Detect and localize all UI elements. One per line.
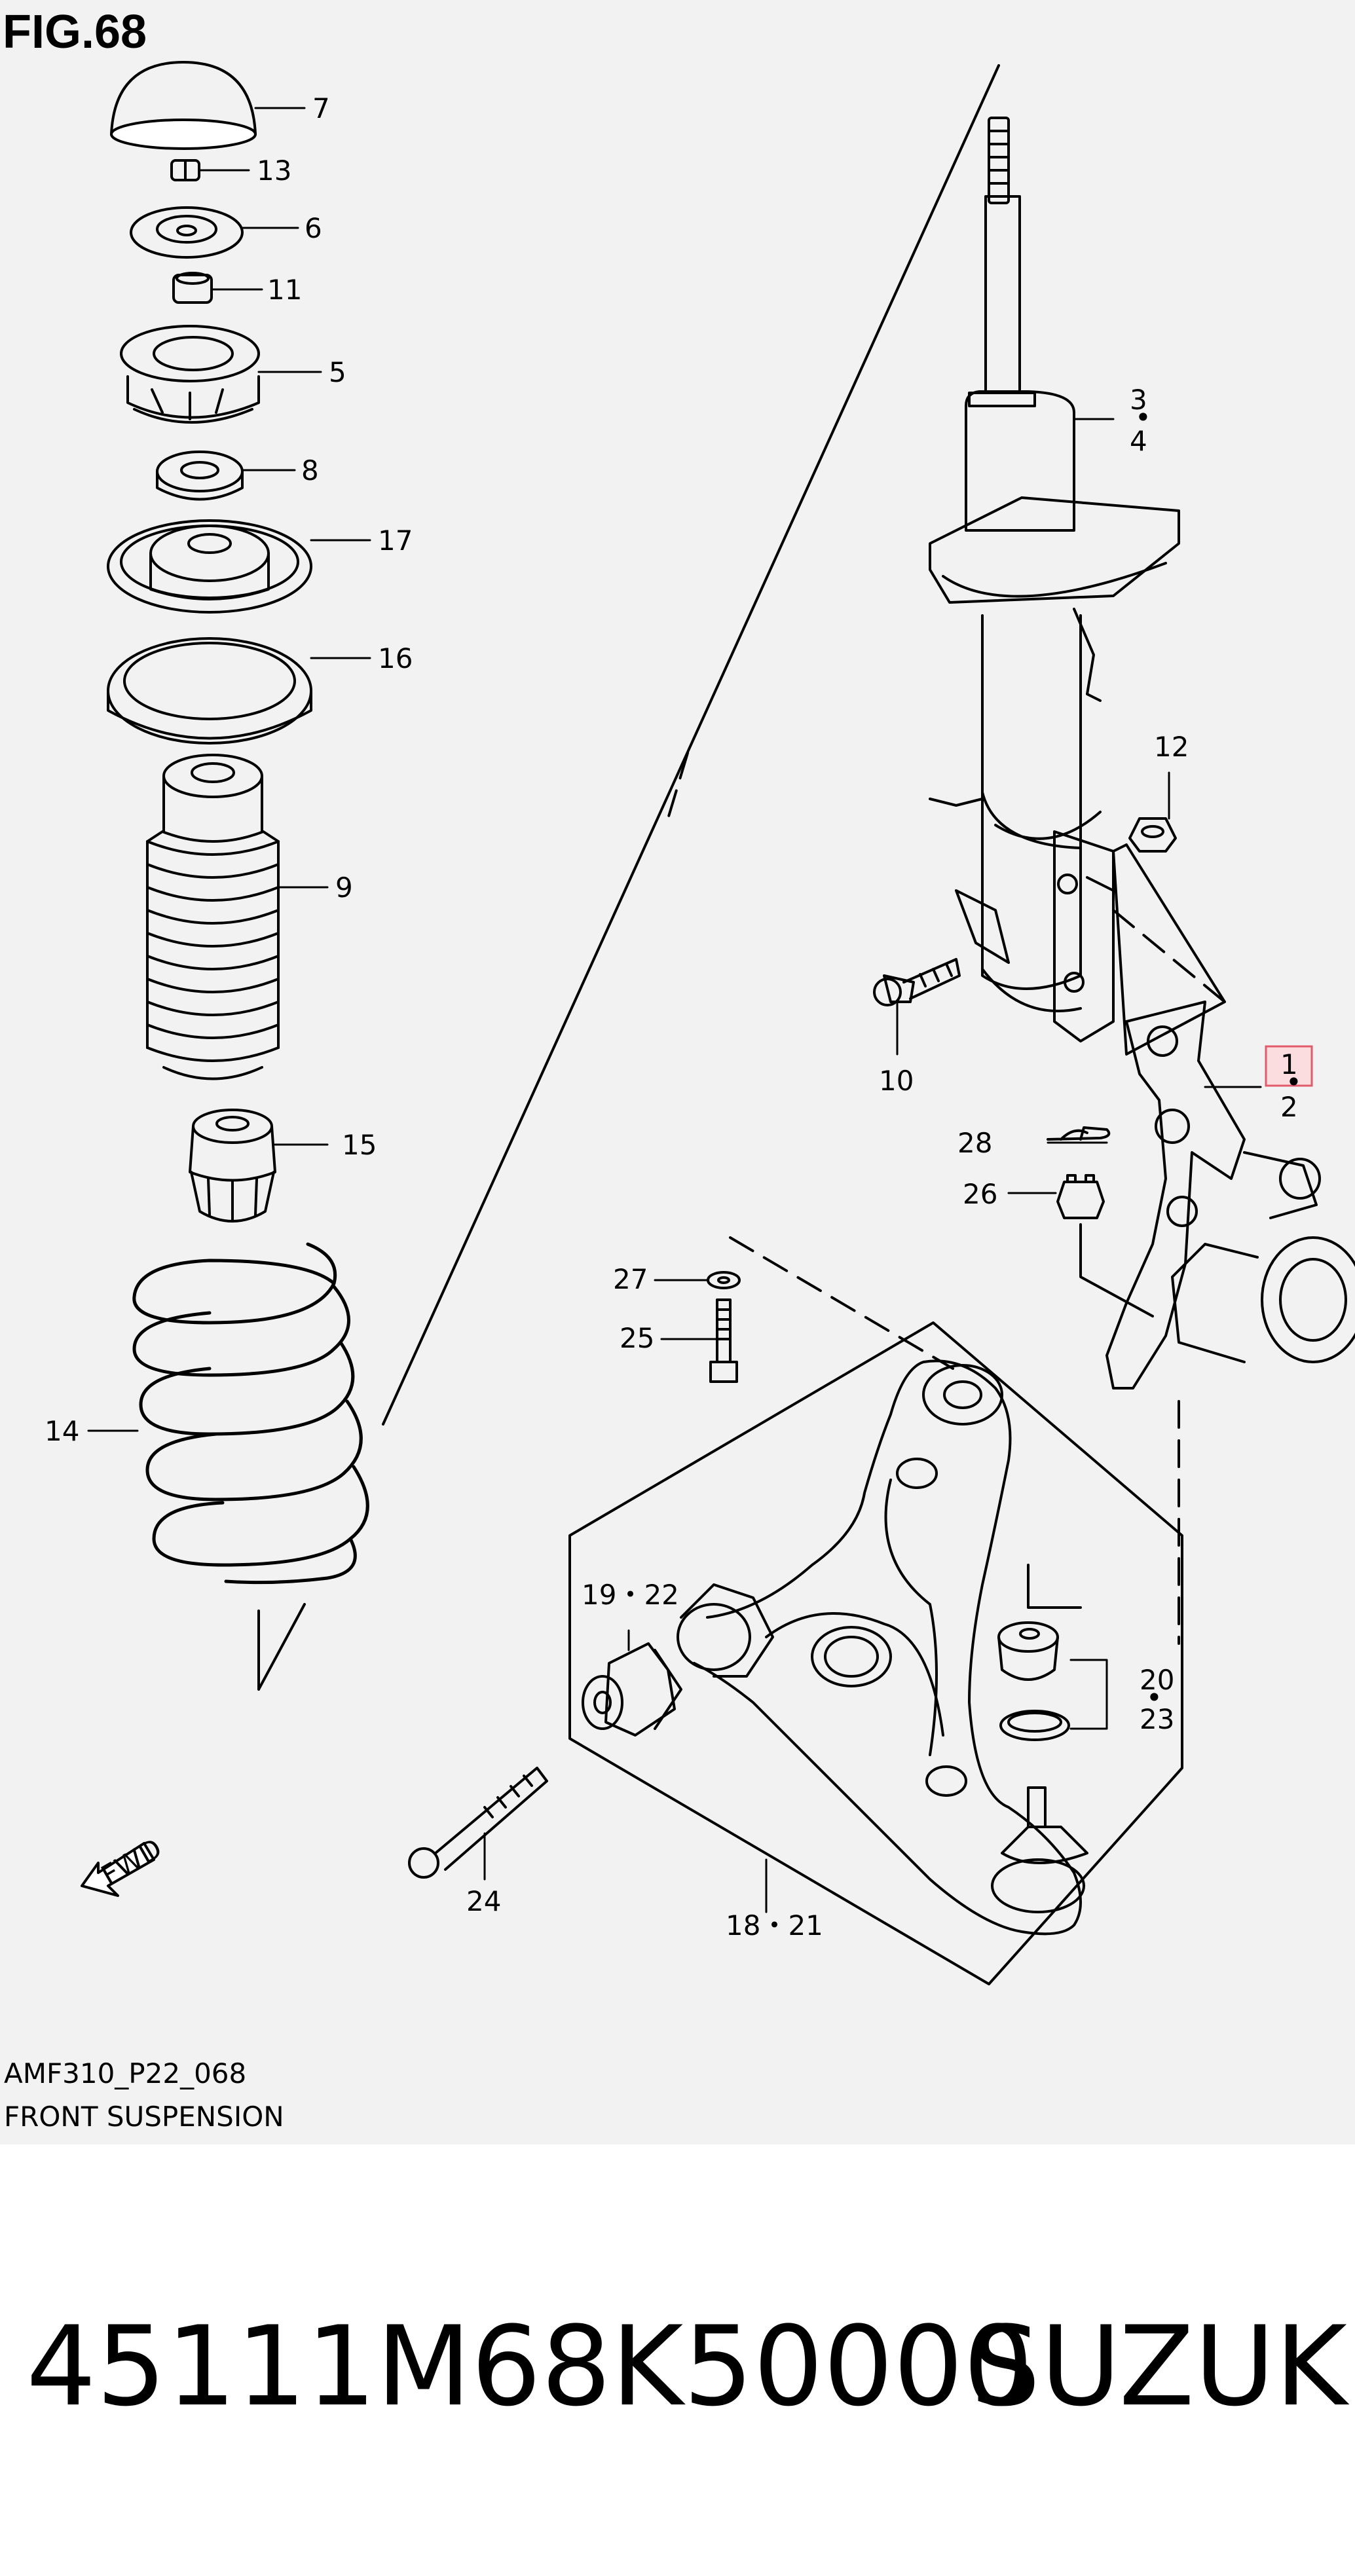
figure-code: AMF310_P22_068 bbox=[4, 2057, 247, 2089]
arm-frame bbox=[568, 1321, 1183, 1985]
diagram-panel bbox=[0, 0, 1355, 2144]
callout-1-highlight bbox=[1265, 1045, 1313, 1087]
arm-bolt-part bbox=[408, 1767, 548, 1879]
callout-dot-1-2: • bbox=[1286, 1066, 1302, 1098]
callout-8: 8 bbox=[301, 454, 319, 487]
bellows-boot-part bbox=[146, 754, 280, 1080]
brand-name: SUZUKI bbox=[971, 2302, 1355, 2431]
callout-9: 9 bbox=[335, 872, 353, 904]
steering-knuckle-part bbox=[1105, 1001, 1355, 1389]
bushing-part bbox=[582, 1642, 682, 1737]
callout-13: 13 bbox=[257, 155, 291, 187]
callout-3: 3 bbox=[1130, 384, 1147, 416]
callout-27: 27 bbox=[613, 1263, 648, 1295]
ball-joint-clip-part bbox=[999, 1710, 1070, 1741]
leader-lines bbox=[87, 107, 1262, 1913]
callout-17: 17 bbox=[378, 524, 413, 557]
callout-16: 16 bbox=[378, 642, 413, 674]
figure-title: FIG.68 bbox=[3, 6, 147, 58]
washer-plate-part bbox=[130, 206, 244, 259]
callout-18-21: 18・21 bbox=[726, 1909, 823, 1941]
fwd-arrow-icon: FWD bbox=[81, 1832, 168, 1897]
callout-14: 14 bbox=[45, 1415, 79, 1447]
callout-dot-20-23: • bbox=[1146, 1682, 1162, 1714]
ball-joint-boot-part bbox=[997, 1621, 1059, 1681]
guide-line-lower bbox=[257, 1603, 306, 1691]
bearing-part bbox=[156, 451, 244, 501]
guide-line-knuckle-ball bbox=[1027, 1223, 1154, 1609]
front-suspension-diagram: FWD 7 13 6 11 5 8 17 16 9 15 14 3 • 4 12… bbox=[45, 61, 1355, 1985]
callout-26: 26 bbox=[963, 1178, 997, 1210]
callout-19-22: 19・22 bbox=[582, 1579, 679, 1611]
callout-24: 24 bbox=[466, 1885, 501, 1917]
callout-1: 1 bbox=[1280, 1048, 1298, 1080]
dust-cap-part bbox=[110, 61, 257, 150]
callout-dot-3-4: • bbox=[1135, 401, 1151, 433]
guide-line-strut-box bbox=[1086, 843, 1226, 1056]
callout-10: 10 bbox=[879, 1065, 914, 1097]
dashed-guide-arm bbox=[729, 1236, 954, 1370]
callout-2: 2 bbox=[1280, 1091, 1298, 1123]
figure-caption: FRONT SUSPENSION bbox=[4, 2101, 284, 2133]
lower-control-arm-part bbox=[677, 1359, 1082, 1936]
fwd-label: FWD bbox=[96, 1832, 167, 1892]
callout-4: 4 bbox=[1130, 425, 1147, 457]
part-number: 45111M68K50000 bbox=[26, 2302, 1033, 2431]
coil-spring-part bbox=[132, 1242, 369, 1585]
strut-assembly-part bbox=[929, 117, 1180, 1042]
dashed-guide-strut bbox=[667, 752, 1226, 1003]
spring-seat-part bbox=[107, 519, 312, 614]
callout-25: 25 bbox=[620, 1322, 654, 1354]
knuckle-bolt-part bbox=[709, 1298, 738, 1383]
callout-28: 28 bbox=[957, 1127, 992, 1159]
callout-23: 23 bbox=[1140, 1703, 1174, 1735]
callout-7: 7 bbox=[312, 92, 330, 124]
strut-bolt-part bbox=[873, 958, 961, 1006]
ball-joint-part bbox=[991, 1786, 1088, 1913]
callout-labels: 7 13 6 11 5 8 17 16 9 15 14 3 • 4 12 10 … bbox=[45, 92, 1302, 1941]
cotter-pin-part bbox=[1047, 1126, 1111, 1141]
bump-stop-part bbox=[189, 1109, 276, 1223]
callout-20: 20 bbox=[1140, 1664, 1174, 1696]
callout-15: 15 bbox=[342, 1129, 377, 1161]
spring-insulator-part bbox=[107, 637, 312, 745]
guide-line-main bbox=[382, 64, 1000, 1426]
flange-nut-part bbox=[1128, 817, 1177, 853]
strut-mount-part bbox=[120, 325, 260, 424]
callout-11: 11 bbox=[267, 274, 302, 306]
callout-6: 6 bbox=[305, 212, 322, 244]
spacer-nut-part bbox=[172, 272, 213, 304]
callout-12: 12 bbox=[1154, 731, 1189, 763]
nut-part bbox=[170, 159, 200, 181]
callout-5: 5 bbox=[329, 356, 346, 388]
washer-part bbox=[707, 1271, 741, 1289]
castle-nut-part bbox=[1056, 1174, 1105, 1219]
